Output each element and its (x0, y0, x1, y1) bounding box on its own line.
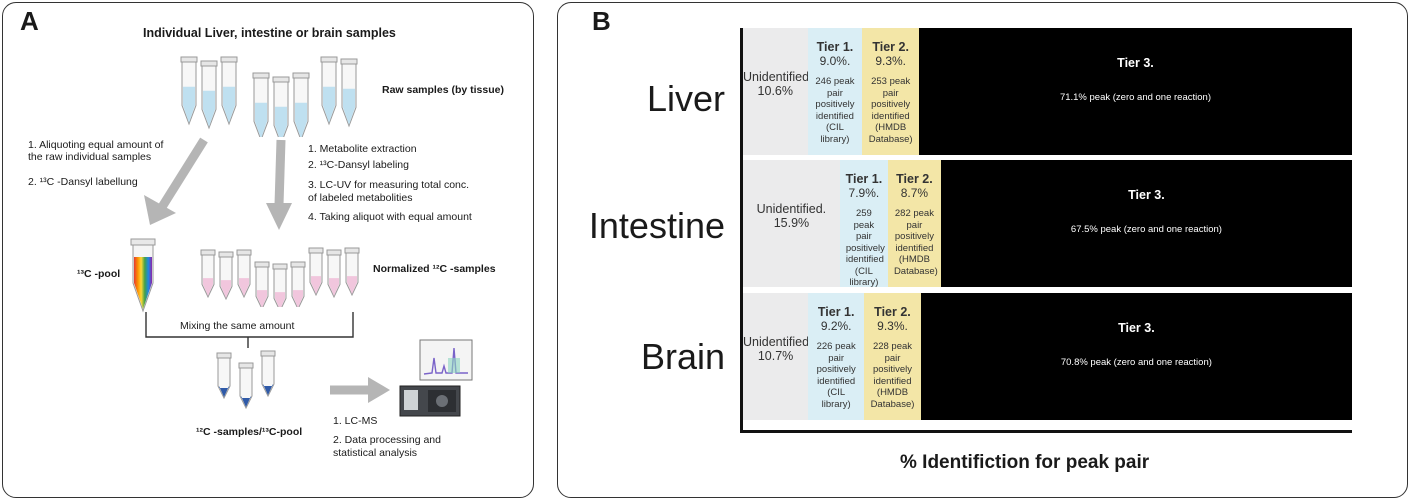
segment-name: Unidentified. (743, 335, 813, 349)
segment-note: 67.5% peak (zero and one reaction) (1070, 224, 1222, 235)
segment-value: 9.3%. (877, 319, 908, 333)
segment-name: Tier 1. (817, 305, 855, 319)
c13-pool-label: ¹³C -pool (77, 268, 121, 280)
segment-name: Tier 3. (1117, 56, 1154, 70)
segment-name: Tier 2. (896, 172, 933, 186)
bar-row-liver: Unidentified.10.6%Tier 1.9.0%.246 peak p… (743, 28, 1352, 155)
panel-a-label: A (20, 6, 39, 36)
segment-note: 259 peak pair positively identified (CIL… (845, 208, 885, 288)
segment-name: Tier 2. (872, 40, 909, 54)
bar-segment-tier-1: Tier 1.9.0%. 246 peak pair positively ide… (807, 28, 863, 155)
segment-value: 10.7% (757, 349, 794, 363)
final-step-2b: statistical analysis (333, 447, 418, 459)
raw-samples-tubes (180, 56, 358, 137)
left-step-1b: the raw individual samples (28, 151, 152, 163)
bar-segment-tier-3: Tier 3. 67.5% peak (zero and one reaction… (940, 160, 1352, 287)
normalized-label: Normalized ¹²C -samples (373, 263, 496, 275)
bar-segment-tier-2: Tier 2.9.3%. 228 peak pair positively ide… (864, 293, 921, 420)
segment-value: 10.6% (757, 84, 793, 98)
right-step-3a: 3. LC-UV for measuring total conc. (308, 179, 470, 191)
raw-samples-label: Raw samples (by tissue) (382, 84, 504, 96)
segment-name: Unidentified. (743, 70, 813, 84)
bar-segment-tier-1: Tier 1.9.2%. 226 peak pair positively ide… (808, 293, 865, 420)
bar-segment-tier-3: Tier 3. 70.8% peak (zero and one reaction… (920, 293, 1352, 420)
segment-note: 70.8% peak (zero and one reaction) (1060, 357, 1212, 368)
segment-name: Tier 2. (874, 305, 911, 319)
segment-note: 71.1% peak (zero and one reaction) (1059, 92, 1211, 103)
arrow-right-icon (330, 377, 390, 403)
process-arrows (144, 137, 292, 230)
bar-row-brain: Unidentified.10.7% Tier 1.9.2%. 226 peak p… (743, 293, 1352, 420)
segment-note: 228 peak pair positively identified (HMD… (870, 341, 915, 410)
segment-value: 7.9%. (848, 186, 880, 200)
segment-name: Tier 3. (1128, 188, 1165, 202)
x-axis-line (740, 430, 1352, 433)
mix-tubes (216, 350, 276, 410)
bar-segment-unidentified: Unidentified.10.6% (743, 28, 813, 155)
arrow-down-icon (266, 203, 292, 230)
bar-segment-tier-1: Tier 1.7.9%. 259 peak pair positively ide… (839, 160, 888, 288)
category-label-brain: Brain (640, 336, 725, 377)
segment-name: Tier 3. (1118, 321, 1155, 335)
bar-segment-unidentified: Unidentified.15.9% (743, 160, 840, 287)
final-step-2a: 2. Data processing and (333, 434, 441, 446)
mixing-bracket (145, 312, 354, 348)
bar-segment-tier-2: Tier 2.9.3%. 253 peak pair positively ide… (862, 28, 919, 155)
mixing-label: Mixing the same amount (180, 320, 295, 332)
y-axis-line (740, 28, 743, 432)
segment-value: 9.2%. (820, 319, 852, 333)
bar-segment-unidentified: Unidentified.10.7% (743, 293, 813, 420)
left-step-2: 2. ¹³C -Dansyl labellung (28, 176, 138, 188)
segment-name: Tier 1. (845, 172, 883, 186)
segment-value: 8.7% (900, 186, 929, 200)
segment-value: 15.9% (773, 216, 810, 230)
right-step-1: 1. Metabolite extraction (308, 143, 417, 155)
left-step-1a: 1. Aliquoting equal amount of (28, 139, 164, 151)
lc-ms-instrument-icon (399, 339, 473, 417)
segment-note: 253 peak pair positively identified (HMD… (868, 76, 913, 145)
segment-note: 282 peak pair positively identified (HMD… (893, 208, 938, 277)
arrow-down-left-icon (144, 195, 176, 225)
right-step-3b: of labeled metabolities (308, 192, 413, 204)
category-label-liver: Liver (646, 78, 725, 119)
segment-value: 9.3%. (875, 54, 906, 68)
final-step-1: 1. LC-MS (333, 415, 378, 427)
panel-b-label: B (592, 6, 611, 36)
bar-segment-tier-3: Tier 3. 71.1% peak (zero and one reaction… (918, 28, 1352, 155)
bar-segment-tier-2: Tier 2.8.7% 282 peak pair positively iden… (887, 160, 941, 287)
panel-a-title: Individual Liver, intestine or brain sam… (143, 26, 396, 40)
segment-name: Tier 1. (816, 40, 854, 54)
normalized-tubes (200, 247, 360, 307)
segment-value: 9.0%. (819, 54, 851, 68)
segment-name: Unidentified. (756, 202, 827, 216)
right-step-2: 2. ¹³C-Dansyl labeling (308, 159, 409, 171)
bar-row-intestine: Unidentified.15.9% Tier 1.7.9%. 259 peak p… (743, 160, 1352, 288)
right-step-4: 4. Taking aliquot with equal amount (308, 211, 472, 223)
x-axis-label: % Identifiction for peak pair (900, 452, 1150, 473)
c13-pool-tube (130, 238, 156, 313)
segment-note: 246 peak pair positively identified (CIL… (815, 76, 855, 145)
segment-note: 226 peak pair positively identified (CIL… (816, 341, 856, 410)
mix-samples-label: ¹²C -samples/¹³C-pool (196, 426, 303, 438)
category-label-intestine: Intestine (588, 205, 725, 246)
